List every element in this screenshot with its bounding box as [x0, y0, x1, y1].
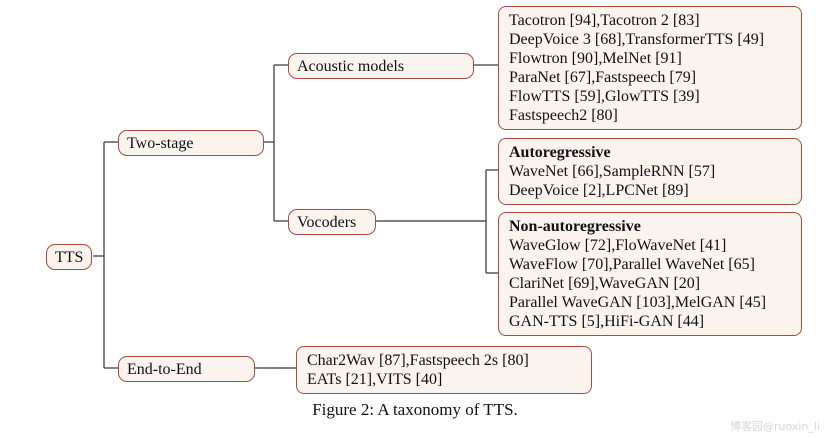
list-item: Char2Wav [87],Fastspeech 2s [80] [307, 352, 529, 369]
non-autoregressive-list: Non-autoregressive WaveGlow [72],FloWave… [498, 212, 802, 336]
tts-label: TTS [55, 249, 84, 266]
list-item: DeepVoice 3 [68],TransformerTTS [49] [509, 31, 765, 48]
list-item: GAN-TTS [5],HiFi-GAN [44] [509, 313, 705, 330]
list-item: ClariNet [69],WaveGAN [20] [509, 275, 701, 292]
list-item: WaveGlow [72],FloWaveNet [41] [509, 237, 727, 254]
list-item: WaveNet [66],SampleRNN [57] [509, 163, 716, 180]
autoregressive-heading: Autoregressive [509, 144, 611, 161]
end-to-end-label: End-to-End [127, 361, 202, 378]
list-item: Fastspeech2 [80] [509, 107, 618, 124]
list-item: WaveFlow [70],Parallel WaveNet [65] [509, 256, 755, 273]
list-item: Parallel WaveGAN [103],MelGAN [45] [509, 294, 767, 311]
two-stage-node: Two-stage [118, 130, 264, 156]
list-item: Flowtron [90],MelNet [91] [509, 50, 682, 67]
acoustic-models-list: Tacotron [94],Tacotron 2 [83] DeepVoice … [498, 6, 802, 130]
end-to-end-list: Char2Wav [87],Fastspeech 2s [80] EATs [2… [296, 346, 592, 394]
watermark: 博客园@ruoxin_li [729, 420, 820, 433]
list-item: DeepVoice [2],LPCNet [89] [509, 182, 689, 199]
tts-node: TTS [46, 244, 93, 270]
list-item: FlowTTS [59],GlowTTS [39] [509, 88, 700, 105]
list-item: Tacotron [94],Tacotron 2 [83] [509, 12, 700, 29]
end-to-end-node: End-to-End [118, 356, 255, 382]
non-autoregressive-heading: Non-autoregressive [509, 218, 641, 235]
list-item: ParaNet [67],Fastspeech [79] [509, 69, 697, 86]
two-stage-label: Two-stage [127, 135, 194, 152]
acoustic-models-label: Acoustic models [297, 58, 405, 75]
vocoders-node: Vocoders [288, 209, 376, 235]
list-item: EATs [21],VITS [40] [307, 371, 443, 388]
vocoders-label: Vocoders [297, 214, 357, 231]
autoregressive-list: Autoregressive WaveNet [66],SampleRNN [5… [498, 138, 802, 205]
acoustic-models-node: Acoustic models [288, 53, 474, 79]
figure-caption: Figure 2: A taxonomy of TTS. [312, 400, 518, 419]
